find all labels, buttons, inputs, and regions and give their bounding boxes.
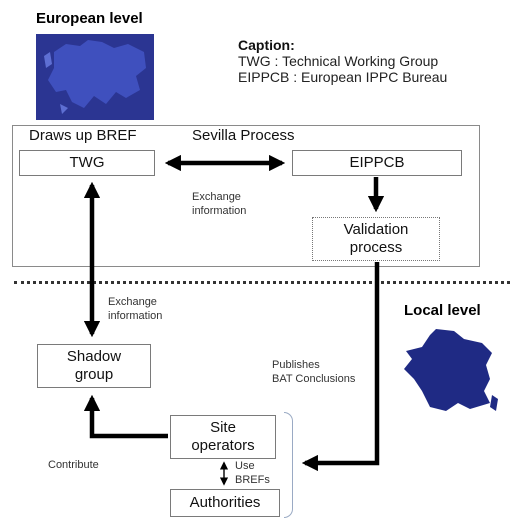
local-level-heading: Local level — [404, 302, 481, 319]
publishes-bat-label: Publishes BAT Conclusions — [272, 359, 356, 385]
validation-line-1: Validation — [343, 221, 409, 238]
site-operators-node: Site operators — [170, 415, 276, 459]
france-map — [400, 325, 500, 415]
contribute-label: Contribute — [48, 459, 99, 471]
caption-line-eippcb: EIPPCB : European IPPC Bureau — [238, 69, 448, 85]
site-shadow-arrow — [83, 394, 168, 439]
draws-up-bref-label: Draws up BREF — [29, 127, 137, 144]
authorities-node: Authorities — [170, 489, 280, 517]
twg-node-label: TWG — [69, 154, 105, 171]
validation-local-arrow — [301, 262, 380, 472]
shadow-line-1: Shadow — [66, 348, 122, 365]
europe-map-icon — [44, 40, 146, 114]
sevilla-process-label: Sevilla Process — [192, 127, 295, 144]
caption-title: Caption: — [238, 37, 295, 53]
eippcb-node: EIPPCB — [292, 150, 462, 176]
europe-map — [36, 34, 154, 120]
exchange-information-left: Exchange information — [108, 296, 163, 322]
validation-line-2: process — [349, 239, 403, 256]
exchange-information-top: Exchange information — [192, 191, 247, 217]
use-brefs-label: Use BREFs — [235, 460, 270, 486]
level-separator — [14, 281, 510, 284]
eippcb-node-label: EIPPCB — [349, 154, 405, 171]
caption-line-twg: TWG : Technical Working Group — [238, 53, 439, 69]
caption: Caption: TWG : Technical Working Group E… — [238, 37, 447, 85]
european-level-heading: European level — [36, 10, 143, 27]
france-map-icon — [404, 329, 498, 411]
authorities-node-label: Authorities — [189, 494, 261, 511]
site-line-2: operators — [191, 437, 255, 454]
shadow-group-node: Shadow group — [37, 344, 151, 388]
site-line-1: Site — [210, 419, 236, 436]
shadow-line-2: group — [74, 366, 114, 383]
validation-process-node: Validation process — [312, 217, 440, 261]
twg-node: TWG — [19, 150, 155, 176]
